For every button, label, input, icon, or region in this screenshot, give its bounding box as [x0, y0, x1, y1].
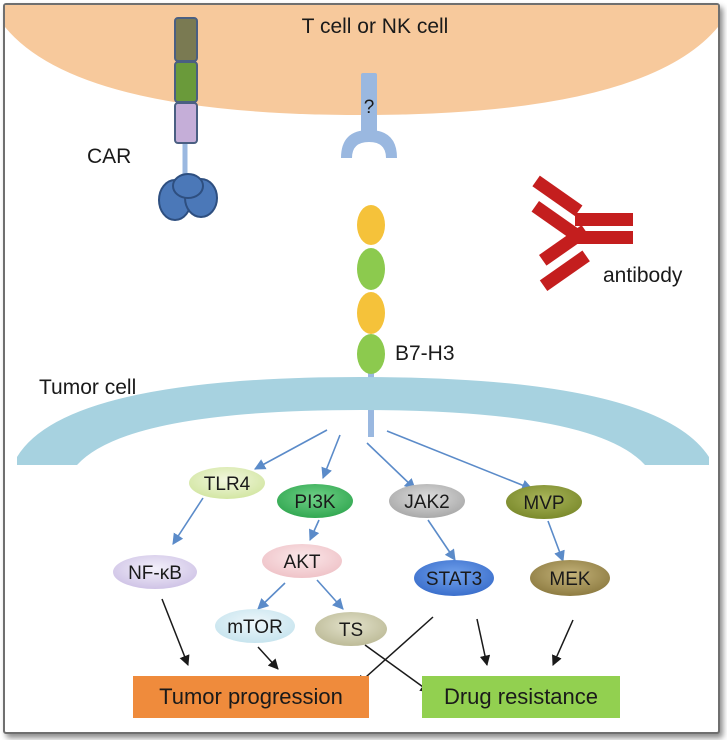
- node-nfkb-label: NF-κB: [128, 563, 182, 584]
- node-mtor: mTOR: [215, 609, 295, 643]
- node-jak2: JAK2: [389, 484, 465, 518]
- node-jak2-label: JAK2: [404, 492, 449, 513]
- antibody-icon: [531, 175, 633, 292]
- t-cell-label: T cell or NK cell: [302, 15, 449, 38]
- b7h3-molecule: [357, 205, 385, 437]
- car-label: CAR: [87, 145, 131, 168]
- node-mtor-label: mTOR: [227, 617, 283, 638]
- node-stat3: STAT3: [414, 560, 494, 596]
- tumor-progression-label: Tumor progression: [159, 684, 343, 709]
- node-mek: MEK: [530, 560, 610, 596]
- node-mvp-label: MVP: [523, 493, 564, 514]
- figure-frame: T cell or NK cell CAR ? antibody B7-H3 T…: [3, 3, 720, 734]
- pathway-diagram: T cell or NK cell CAR ? antibody B7-H3 T…: [5, 5, 718, 718]
- unknown-receptor-label: ?: [364, 97, 375, 118]
- node-stat3-label: STAT3: [426, 569, 482, 590]
- b7h3-label: B7-H3: [395, 342, 455, 365]
- antibody-label: antibody: [603, 264, 683, 287]
- car-receptor: [158, 17, 218, 221]
- tumor-cell-label: Tumor cell: [39, 376, 136, 399]
- node-akt-label: AKT: [284, 552, 321, 573]
- node-pi3k-label: PI3K: [294, 492, 336, 513]
- node-ts: TS: [315, 612, 387, 646]
- node-akt: AKT: [262, 544, 342, 578]
- node-nfkb: NF-κB: [113, 555, 197, 589]
- drug-resistance-box: Drug resistance: [422, 676, 620, 718]
- tumor-cell-membrane: [17, 377, 709, 465]
- outcome-arrows: [161, 598, 574, 693]
- unknown-receptor: [341, 73, 397, 158]
- node-tlr4: TLR4: [189, 467, 265, 499]
- node-tlr4-label: TLR4: [204, 474, 251, 495]
- drug-resistance-label: Drug resistance: [444, 684, 598, 709]
- signal-arrows: [172, 429, 565, 610]
- node-mvp: MVP: [506, 485, 582, 519]
- node-ts-label: TS: [339, 620, 363, 641]
- node-pi3k: PI3K: [277, 484, 353, 518]
- tumor-progression-box: Tumor progression: [133, 676, 369, 718]
- node-mek-label: MEK: [549, 569, 591, 590]
